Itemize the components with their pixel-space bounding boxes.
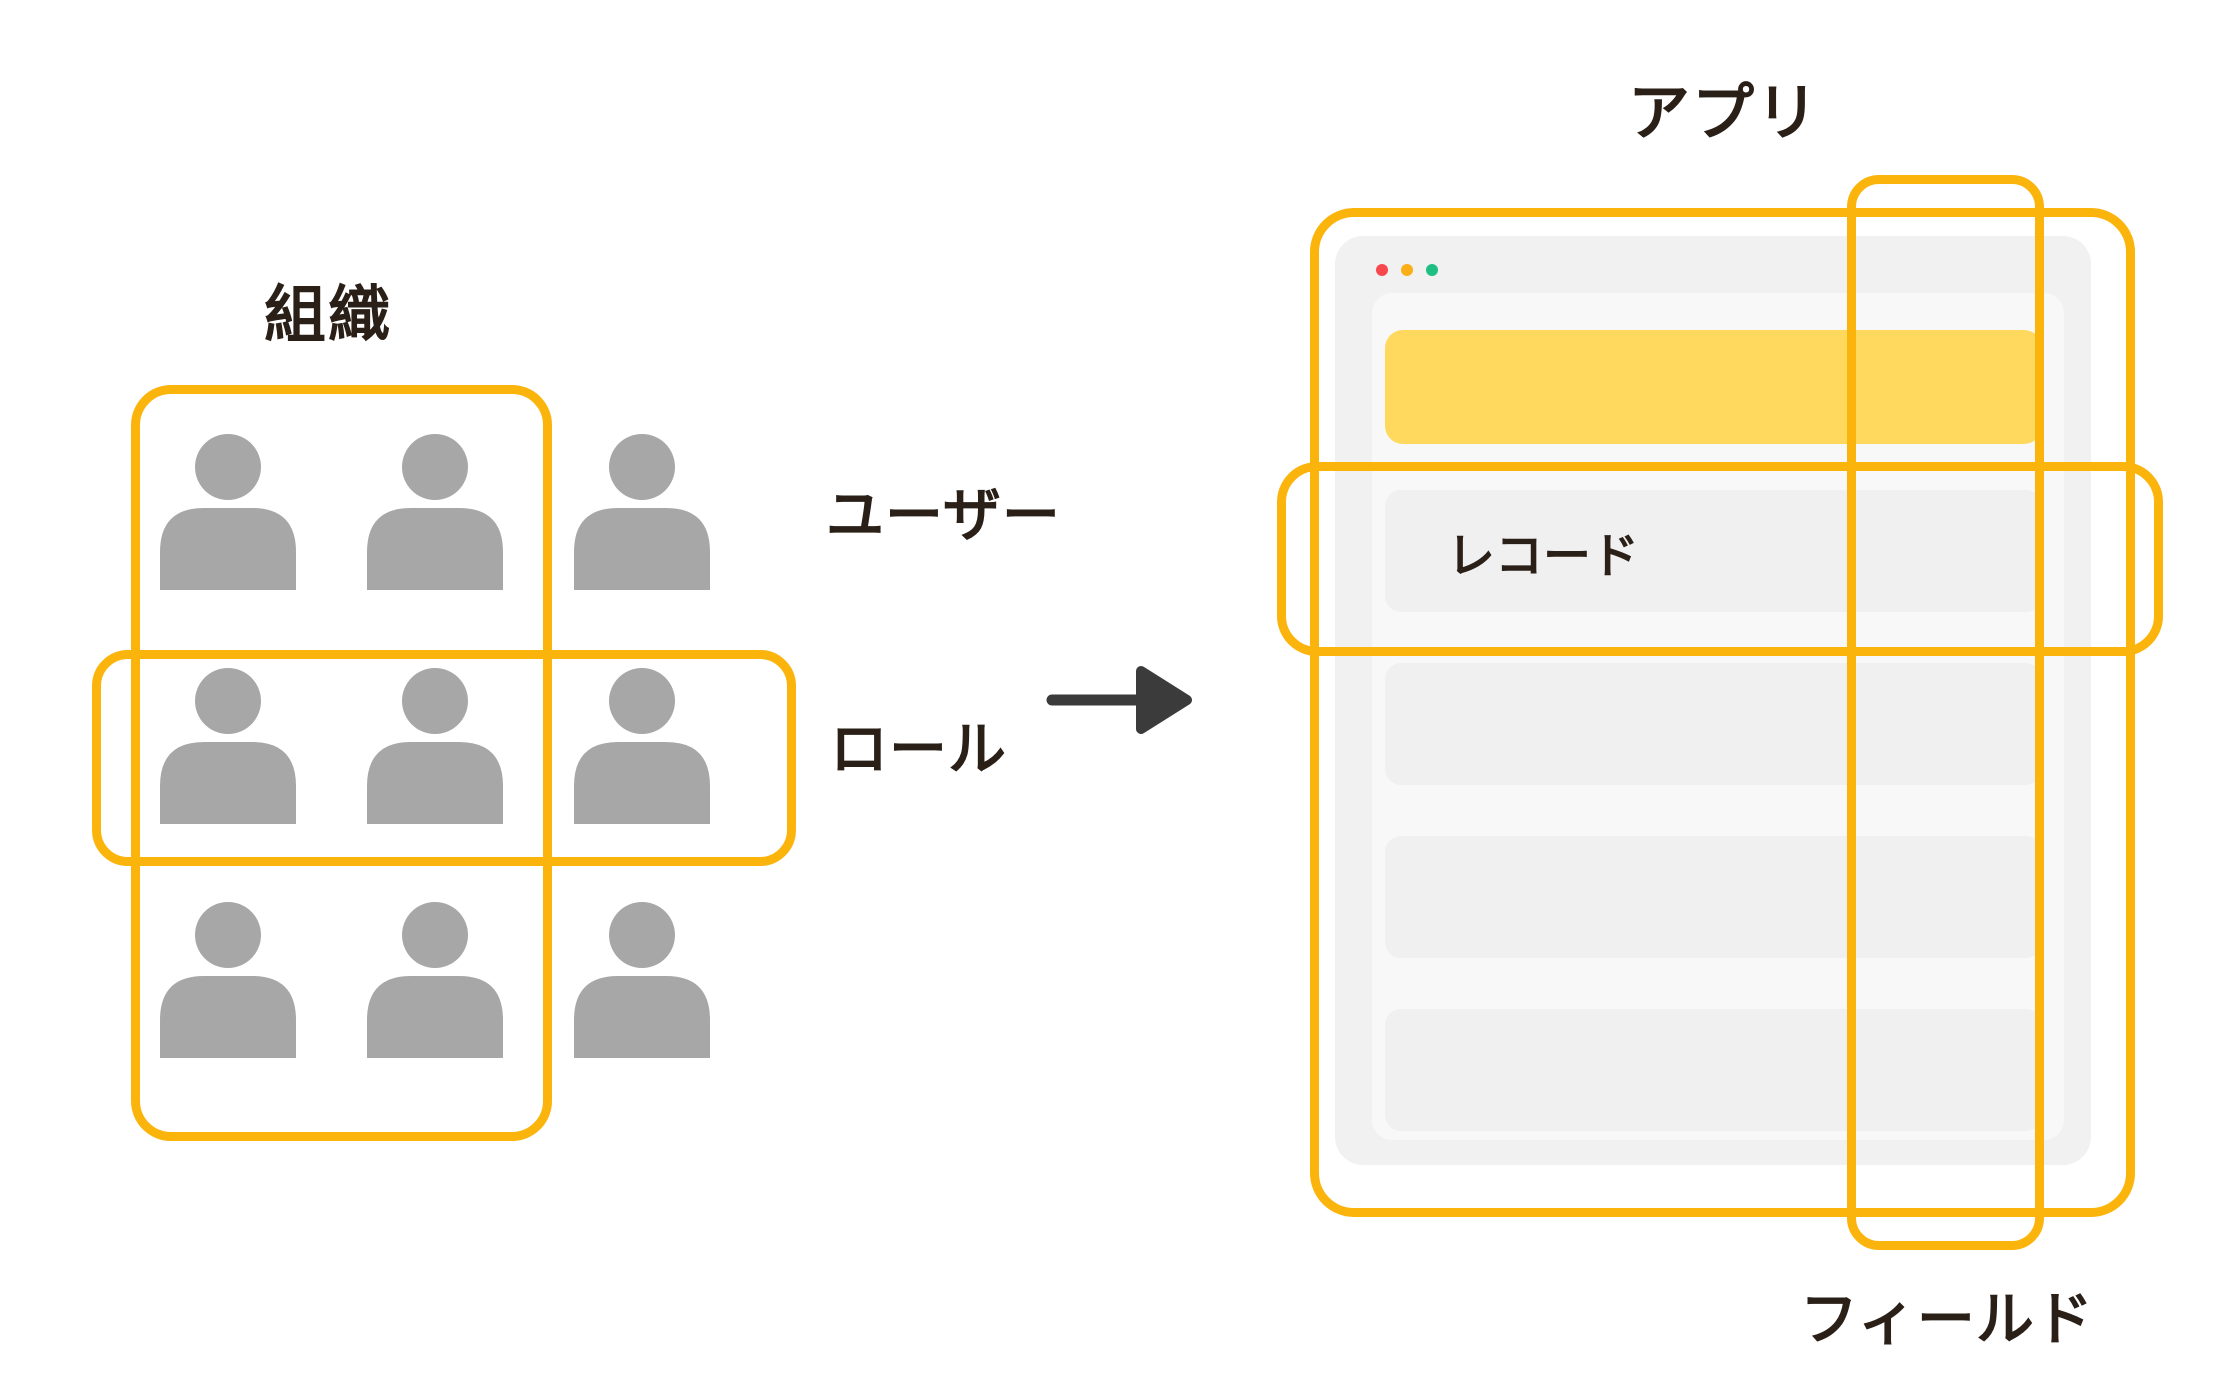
- window-titlebar-dots: [1376, 264, 1438, 276]
- role-label: ロール: [830, 715, 1008, 783]
- arrow-right-icon: [1046, 666, 1192, 734]
- person-icon: [367, 902, 503, 1058]
- window-dot-green-icon: [1426, 264, 1438, 276]
- app-content-panel: レコード: [1372, 293, 2064, 1140]
- person-icon: [367, 668, 503, 824]
- window-dot-red-icon: [1376, 264, 1388, 276]
- person-icon: [160, 668, 296, 824]
- app-title-bar: [1385, 330, 2042, 444]
- window-dot-amber-icon: [1401, 264, 1413, 276]
- record-row: レコード: [1385, 490, 2042, 612]
- placeholder-row: [1385, 836, 2042, 958]
- record-outline-box: [1277, 462, 2163, 656]
- placeholder-row: [1385, 663, 2042, 785]
- person-icon: [367, 434, 503, 590]
- person-icon: [160, 434, 296, 590]
- users-label: ユーザー: [826, 481, 1061, 549]
- browser-window: レコード: [1335, 236, 2091, 1165]
- person-icon: [574, 434, 710, 590]
- organization-title: 組織: [264, 278, 393, 351]
- role-group-box: [92, 650, 796, 866]
- person-icon: [574, 668, 710, 824]
- person-icon: [160, 902, 296, 1058]
- field-label: フィールド: [1800, 1285, 2094, 1353]
- app-outline-box: [1310, 208, 2135, 1217]
- record-label: レコード: [1447, 528, 1640, 584]
- person-icon: [574, 902, 710, 1058]
- placeholder-row: [1385, 1009, 2042, 1131]
- field-outline-box: [1847, 175, 2044, 1250]
- user-group-box: [131, 385, 552, 1141]
- app-title: アプリ: [1628, 76, 1821, 149]
- people-grid: [160, 434, 710, 1058]
